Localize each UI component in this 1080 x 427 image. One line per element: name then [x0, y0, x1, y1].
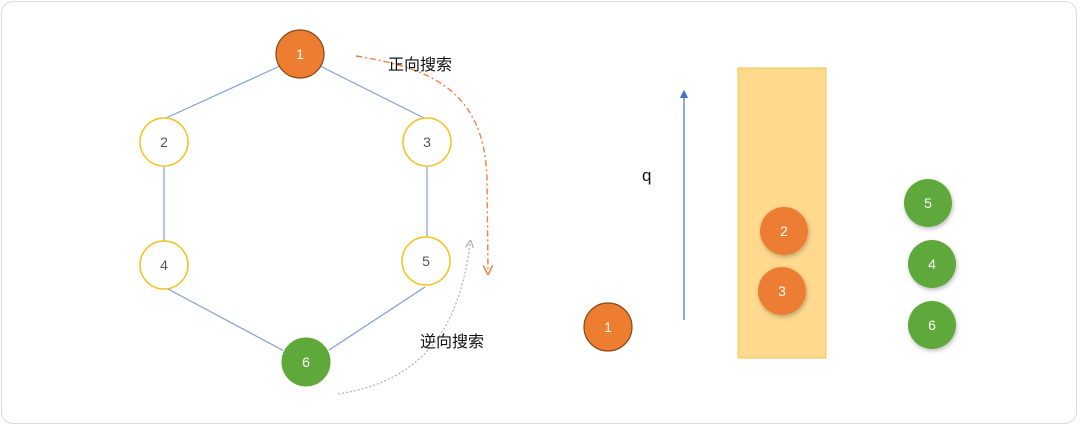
- graph-edges: [163, 65, 428, 353]
- edge-5-6: [325, 286, 426, 353]
- queue-item: 2: [760, 207, 808, 255]
- node-label: 2: [780, 223, 788, 239]
- right-stack-node: 6: [908, 301, 956, 349]
- node-label: 1: [296, 46, 304, 62]
- node-label: 1: [604, 319, 612, 335]
- graph-node-3: 3: [402, 117, 452, 167]
- node-label: 5: [924, 195, 932, 211]
- graph-node-6: 6: [280, 336, 332, 388]
- queue-item: 3: [758, 267, 806, 315]
- graph-node-4: 4: [139, 240, 189, 290]
- graph-node-1: 1: [275, 29, 325, 79]
- node-label: 2: [160, 134, 168, 150]
- graph-node-2: 2: [139, 117, 189, 167]
- node-label: 4: [160, 257, 168, 273]
- forward-search-label: 正向搜索: [388, 55, 452, 74]
- node-label: 5: [422, 253, 430, 269]
- node-label: 6: [302, 354, 310, 370]
- graph-node-5: 5: [401, 236, 451, 286]
- right-stack-node: 5: [904, 179, 952, 227]
- edge-1-2: [165, 65, 281, 119]
- edge-1-3: [319, 65, 425, 119]
- right-stack-node: 4: [908, 240, 956, 288]
- forward-search-arrow: [355, 55, 488, 270]
- node-label: 3: [778, 283, 786, 299]
- node-label: 6: [928, 317, 936, 333]
- queue-label: q: [642, 166, 651, 185]
- node-label: 4: [928, 256, 936, 272]
- node-label: 3: [423, 134, 431, 150]
- backward-search-arrow: [337, 244, 470, 395]
- edge-4-6: [167, 288, 287, 353]
- start-node: 1: [583, 302, 633, 352]
- backward-search-label: 逆向搜索: [420, 332, 484, 351]
